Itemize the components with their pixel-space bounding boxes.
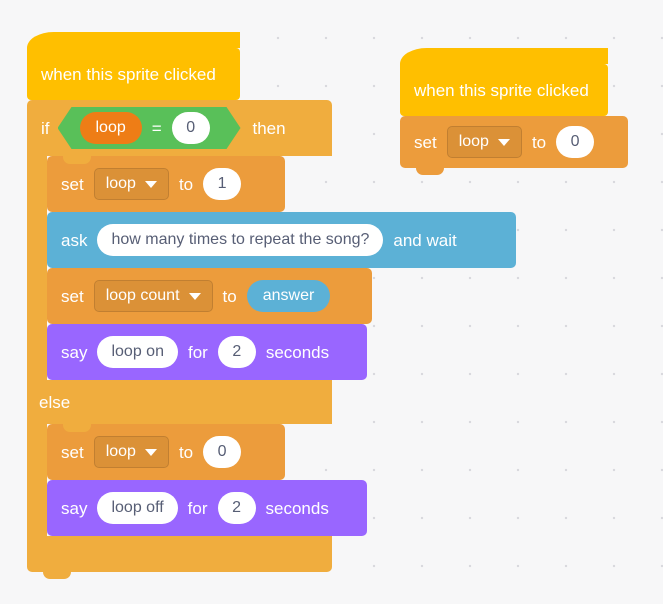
else-branch-well: set loop to 0 say loop off (27, 424, 367, 543)
if-branch-left-wall (27, 156, 47, 380)
set-label: set (61, 442, 84, 462)
to-label: to (178, 442, 194, 462)
set-variable-block-loop-1[interactable]: set loop to 1 (47, 156, 285, 219)
for-label: for (187, 498, 208, 518)
to-label: to (222, 286, 237, 306)
variable-dropdown-label: loop count (105, 287, 180, 304)
else-label: else (39, 392, 71, 412)
equals-right-input[interactable]: 0 (172, 112, 210, 144)
say-duration-value: 2 (232, 343, 242, 360)
variable-dropdown-loop[interactable]: loop (93, 436, 169, 468)
variable-dropdown-loop[interactable]: loop (93, 168, 169, 200)
say-message-input[interactable]: loop on (97, 336, 178, 368)
say-label: say (61, 498, 88, 518)
hat-block-when-sprite-clicked-2[interactable]: when this sprite clicked (400, 48, 608, 123)
answer-reporter-label: answer (262, 287, 315, 304)
say-duration-input[interactable]: 2 (217, 492, 256, 524)
if-branch-well: set loop to 1 ask how many times to repe… (27, 156, 516, 387)
set-variable-block-loop-count-answer[interactable]: set loop count to answer (47, 268, 372, 331)
answer-reporter-block[interactable]: answer (246, 280, 331, 312)
say-message-text: loop off (111, 499, 164, 516)
hat-label: when this sprite clicked (414, 80, 589, 100)
chevron-down-icon (497, 138, 510, 146)
say-duration-input[interactable]: 2 (217, 336, 256, 368)
say-for-seconds-block-loop-on[interactable]: say loop on for 2 seconds (47, 324, 367, 387)
variable-dropdown-label: loop (105, 175, 136, 192)
seconds-label: seconds (265, 342, 330, 362)
ask-label: ask (61, 230, 88, 250)
chevron-down-icon (144, 448, 157, 456)
ask-question-input[interactable]: how many times to repeat the song? (97, 224, 384, 256)
set-value: 0 (217, 443, 227, 460)
ask-and-wait-block[interactable]: ask how many times to repeat the song? a… (47, 212, 516, 275)
set-value: 0 (570, 133, 580, 150)
set-value-input[interactable]: 1 (203, 168, 242, 200)
else-branch-left-wall (27, 424, 47, 536)
script-secondary[interactable]: when this sprite clicked set loop to 0 (400, 48, 628, 175)
variable-dropdown-label: loop (105, 443, 136, 460)
if-label: if (41, 118, 50, 138)
hat-label: when this sprite clicked (41, 64, 216, 84)
hat-cap (27, 32, 170, 49)
say-label: say (61, 342, 88, 362)
variable-dropdown-loop[interactable]: loop (446, 126, 522, 158)
else-branch-top-notch (63, 424, 91, 432)
chevron-down-icon (188, 292, 201, 300)
set-value-input[interactable]: 0 (203, 436, 242, 468)
hat-body: when this sprite clicked (27, 48, 240, 107)
to-label: to (531, 132, 547, 152)
say-duration-value: 2 (232, 499, 241, 516)
set-label: set (414, 132, 437, 152)
say-for-seconds-block-loop-off[interactable]: say loop off for 2 seconds (47, 480, 367, 543)
if-branch-top-notch (63, 156, 91, 164)
then-label: then (252, 118, 286, 138)
set-label: set (61, 286, 84, 306)
set-variable-block-loop-0-secondary[interactable]: set loop to 0 (400, 116, 628, 175)
script-main[interactable]: when this sprite clicked if loop = 0 th (27, 32, 516, 579)
if-else-header[interactable]: if loop = 0 then (27, 100, 332, 156)
variable-reporter-loop[interactable]: loop (80, 112, 142, 144)
say-message-text: loop on (111, 343, 164, 360)
hat-body: when this sprite clicked (400, 64, 608, 123)
if-else-block[interactable]: if loop = 0 then set (27, 100, 516, 579)
equals-operator-block[interactable]: loop = 0 (58, 107, 241, 149)
variable-dropdown-label: loop (458, 133, 489, 150)
set-variable-block-loop-0[interactable]: set loop to 0 (47, 424, 285, 487)
to-label: to (178, 174, 194, 194)
seconds-label: seconds (265, 498, 329, 518)
else-bar[interactable]: else (27, 380, 332, 424)
set-value-input[interactable]: 0 (556, 126, 595, 158)
and-wait-label: and wait (393, 230, 457, 250)
equals-right-value: 0 (186, 119, 196, 136)
say-message-input[interactable]: loop off (97, 492, 178, 524)
chevron-down-icon (144, 180, 157, 188)
variable-dropdown-loop-count[interactable]: loop count (93, 280, 213, 312)
set-value: 1 (217, 175, 227, 192)
ask-question-text: how many times to repeat the song? (111, 231, 370, 248)
hat-cap (400, 48, 540, 65)
for-label: for (187, 342, 208, 362)
if-else-footer[interactable] (27, 536, 332, 579)
set-label: set (61, 174, 84, 194)
variable-reporter-label: loop (95, 119, 126, 136)
equals-sign: = (151, 118, 162, 138)
hat-block-when-sprite-clicked[interactable]: when this sprite clicked (27, 32, 240, 107)
